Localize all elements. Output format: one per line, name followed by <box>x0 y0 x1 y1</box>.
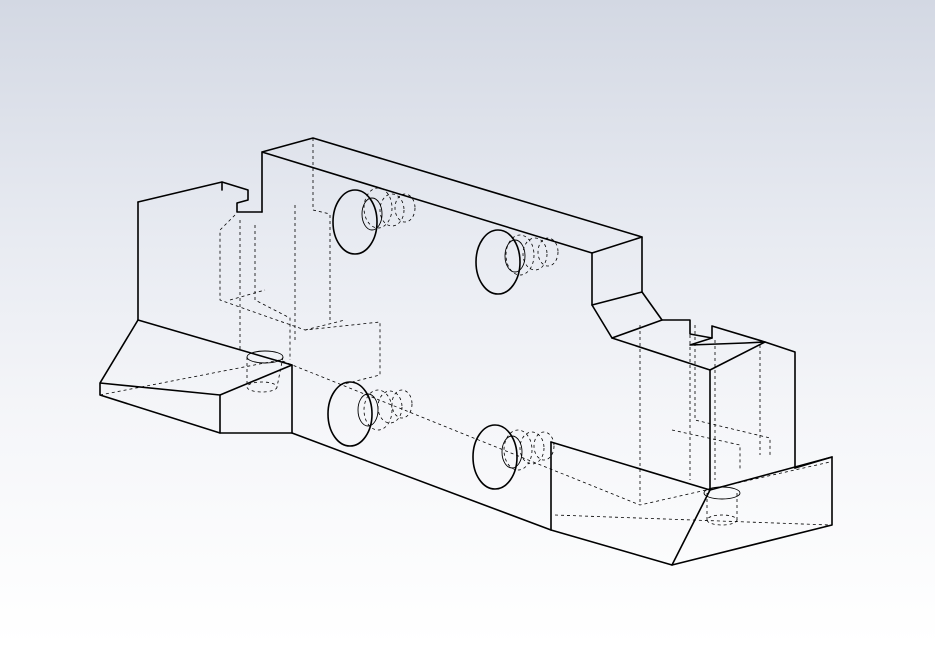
hidden-edge-back-bottom <box>99 359 831 506</box>
hidden-bore-bottom-right-1 <box>503 429 533 471</box>
hidden-counterbore-right-bottom <box>706 514 738 526</box>
edge-front-bottom <box>291 432 552 531</box>
side-hole-bottom-right <box>472 424 518 490</box>
hidden-bore-top-left-2 <box>379 193 405 227</box>
hidden-counterbore-left-bottom <box>246 381 278 393</box>
side-hole-top-right <box>475 229 521 295</box>
edge-left-chamfer <box>137 319 293 366</box>
edge-right-chamfer-lower <box>671 489 711 566</box>
edge-right-notch <box>689 337 796 469</box>
side-hole-bottom-right-inner <box>501 435 523 469</box>
side-hole-top-left-inner <box>361 197 383 231</box>
hidden-bore-bottom-left-1 <box>363 389 393 431</box>
hidden-edges <box>99 138 831 526</box>
hidden-bore-bottom-left-2 <box>377 390 403 424</box>
edge-right-step <box>611 319 766 371</box>
hidden-pocket-left-step-2 <box>304 319 346 331</box>
side-hole-top-left <box>332 189 378 255</box>
hidden-pocket-left-step <box>229 289 266 301</box>
hidden-edge-base-right <box>554 514 831 526</box>
edge-top-block-upper <box>261 137 643 254</box>
hidden-bore-top-left-1 <box>363 187 393 229</box>
visible-edges <box>99 137 833 566</box>
edge-left-block-front <box>99 201 293 434</box>
side-hole-top-right-inner <box>504 239 526 273</box>
hidden-pocket-left-outline <box>219 214 381 386</box>
side-hole-bottom-left <box>327 381 373 447</box>
edge-left-block-top <box>137 181 263 213</box>
hidden-bore-bottom-left-3 <box>391 389 413 419</box>
edge-right-front <box>550 441 833 491</box>
edge-right-chamfer <box>591 291 663 339</box>
hidden-bore-top-left-3 <box>394 193 416 223</box>
hidden-pocket-right-outline <box>694 325 771 455</box>
hidden-pocket-right-inner-3 <box>671 429 741 470</box>
hidden-bore-bottom-right-2 <box>519 431 545 465</box>
hidden-edge-back-top <box>312 138 331 215</box>
hidden-bore-top-right-2 <box>522 237 548 271</box>
hidden-bore-bottom-right-3 <box>533 431 555 461</box>
hidden-bore-top-right-1 <box>505 234 535 276</box>
hidden-bore-top-right-3 <box>537 237 559 267</box>
side-hole-bottom-left-inner <box>357 393 379 427</box>
hidden-pocket-left-inner <box>254 225 291 360</box>
edge-right-pad <box>550 441 833 566</box>
